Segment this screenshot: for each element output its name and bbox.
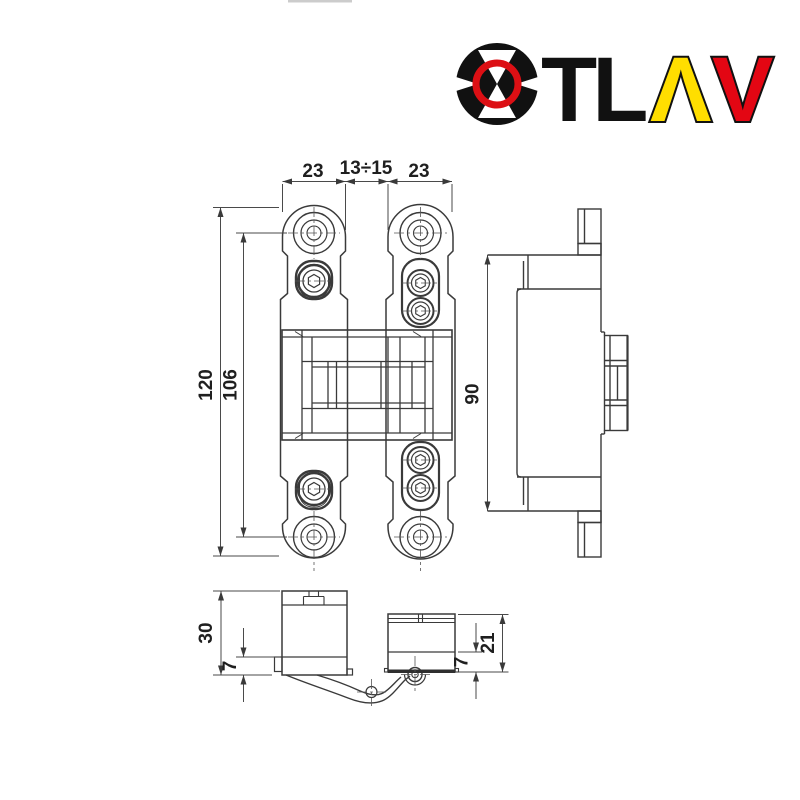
- dim-bottom-right-height: 21: [478, 632, 499, 654]
- bottom-left-block: [273, 590, 354, 676]
- dimension-labels: 23 13÷15 23 120 106 90 30 7 7 21: [196, 158, 499, 671]
- dim-bottom-left-inset: 7: [220, 661, 241, 672]
- logo-letter-lambda: Λ: [650, 39, 711, 141]
- linkage-frame: [281, 329, 453, 441]
- front-centerlines: [288, 207, 447, 571]
- dim-front-height-inner: 106: [221, 369, 242, 401]
- right-plate: [385, 203, 456, 560]
- dim-bottom-left-height: 30: [196, 622, 217, 643]
- logo-letter-v: V: [712, 39, 773, 141]
- bottom-view: [273, 590, 460, 706]
- side-view: [487, 208, 629, 558]
- dim-front-top-right: 23: [408, 161, 429, 182]
- dim-bottom-right-inset: 7: [452, 657, 473, 668]
- bottom-centerlines: [357, 656, 431, 706]
- bottom-right-block: [383, 613, 460, 673]
- dim-front-top-left: 23: [302, 161, 323, 182]
- logo-red-ring: [472, 59, 522, 109]
- seal-band: [388, 669, 455, 673]
- otlav-logo: TL Λ V: [456, 37, 775, 143]
- dim-side-height: 90: [463, 383, 484, 404]
- logo-letters-tl: TL: [541, 39, 646, 141]
- dimension-lines: [213, 178, 509, 702]
- front-view: [279, 203, 456, 571]
- dim-front-top-middle: 13÷15: [340, 158, 393, 179]
- dim-front-height-outer: 120: [196, 369, 217, 401]
- left-plate: [279, 204, 349, 559]
- cropped-artifact: [288, 0, 352, 3]
- otlav-o-icon: [456, 43, 538, 125]
